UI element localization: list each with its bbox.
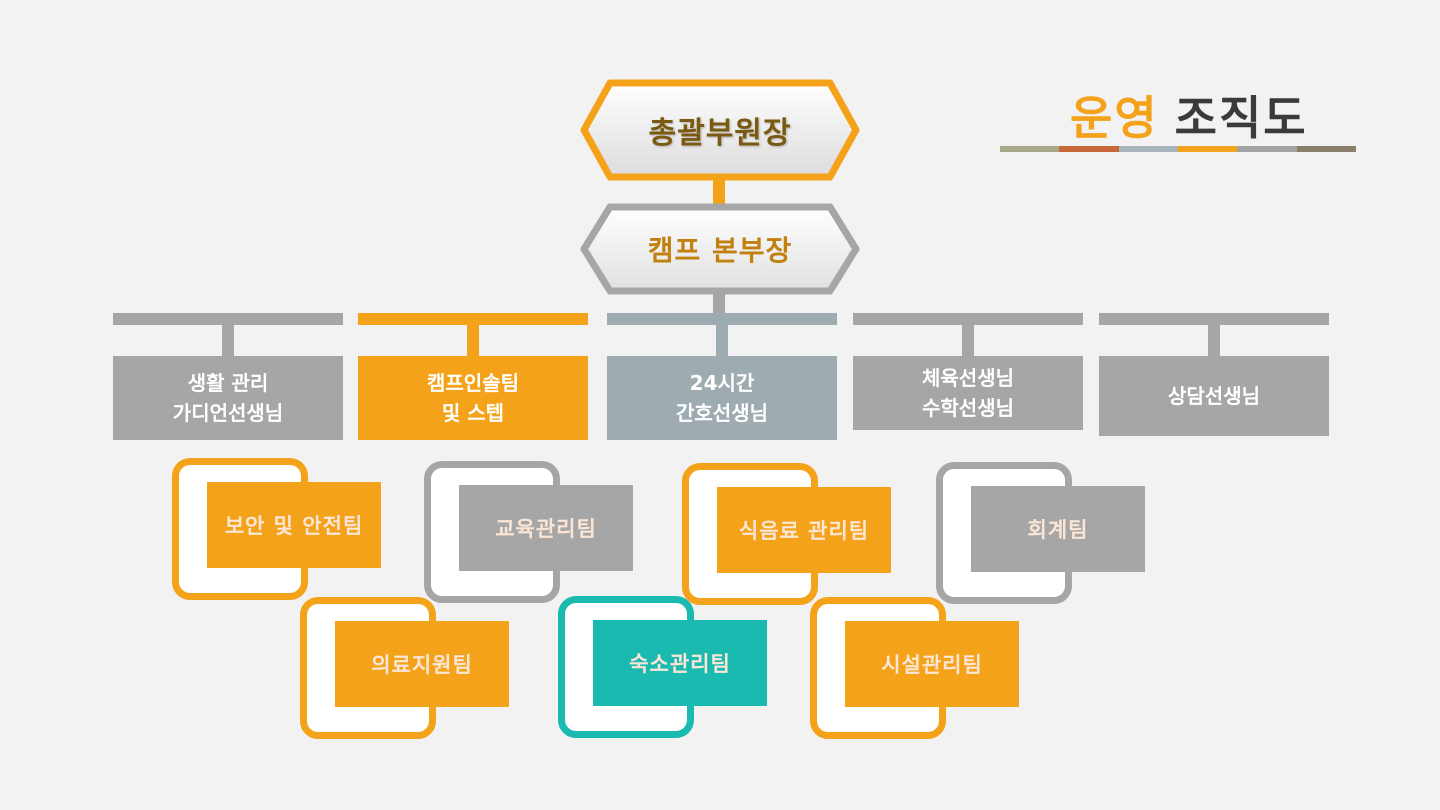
team-card-label: 회계팀 xyxy=(971,486,1145,572)
department-box: 상담선생님 xyxy=(1099,356,1329,436)
department-stem xyxy=(222,325,234,356)
title-main: 조직도 xyxy=(1174,91,1308,145)
title-underline-segment xyxy=(1296,146,1356,152)
department-box: 체육선생님 수학선생님 xyxy=(853,356,1083,430)
team-card: 교육관리팀 xyxy=(424,461,644,603)
team-card: 보안 및 안전팀 xyxy=(172,458,392,600)
department-header-bar xyxy=(358,313,588,325)
team-card: 의료지원팀 xyxy=(300,597,520,739)
second-node-shape xyxy=(580,203,860,295)
title-accent: 운영 xyxy=(1070,91,1159,145)
team-card: 식음료 관리팀 xyxy=(682,463,902,605)
department-stem xyxy=(1208,325,1220,356)
department-header-bar xyxy=(607,313,837,325)
title-underline-segment xyxy=(1118,146,1178,152)
title-underline-segment xyxy=(1000,146,1060,152)
team-card-label: 시설관리팀 xyxy=(845,621,1019,707)
team-card-label: 식음료 관리팀 xyxy=(717,487,891,573)
department-header-bar xyxy=(853,313,1083,325)
department-box: 생활 관리 가디언선생님 xyxy=(113,356,343,440)
department-box: 24시간 간호선생님 xyxy=(607,356,837,440)
team-card: 숙소관리팀 xyxy=(558,596,778,738)
title-underline xyxy=(1000,146,1356,152)
department-box: 캠프인솔팀 및 스텝 xyxy=(358,356,588,440)
team-card-label: 교육관리팀 xyxy=(459,485,633,571)
title-text: 운영 조직도 xyxy=(1070,82,1308,148)
top-node-label: 총괄부원장 xyxy=(648,116,792,151)
team-card-label: 의료지원팀 xyxy=(335,621,509,707)
department-stem xyxy=(467,325,479,356)
team-card-label: 보안 및 안전팀 xyxy=(207,482,381,568)
title-underline-segment xyxy=(1177,146,1238,152)
department-header-bar xyxy=(113,313,343,325)
diagram-title: 운영 조직도 xyxy=(1000,80,1360,160)
top-node: 총괄부원장 xyxy=(580,78,860,182)
title-underline-segment xyxy=(1059,146,1119,152)
department-stem xyxy=(962,325,974,356)
team-card-label: 숙소관리팀 xyxy=(593,620,767,706)
team-card: 회계팀 xyxy=(936,462,1156,604)
department-header-bar xyxy=(1099,313,1329,325)
second-node-label: 캠프 본부장 xyxy=(647,234,793,267)
title-underline-segment xyxy=(1237,146,1297,152)
department-stem xyxy=(716,325,728,356)
team-card: 시설관리팀 xyxy=(810,597,1030,739)
second-node: 캠프 본부장 xyxy=(580,202,860,296)
top-node-shape xyxy=(580,79,860,181)
connector-top xyxy=(713,180,725,206)
